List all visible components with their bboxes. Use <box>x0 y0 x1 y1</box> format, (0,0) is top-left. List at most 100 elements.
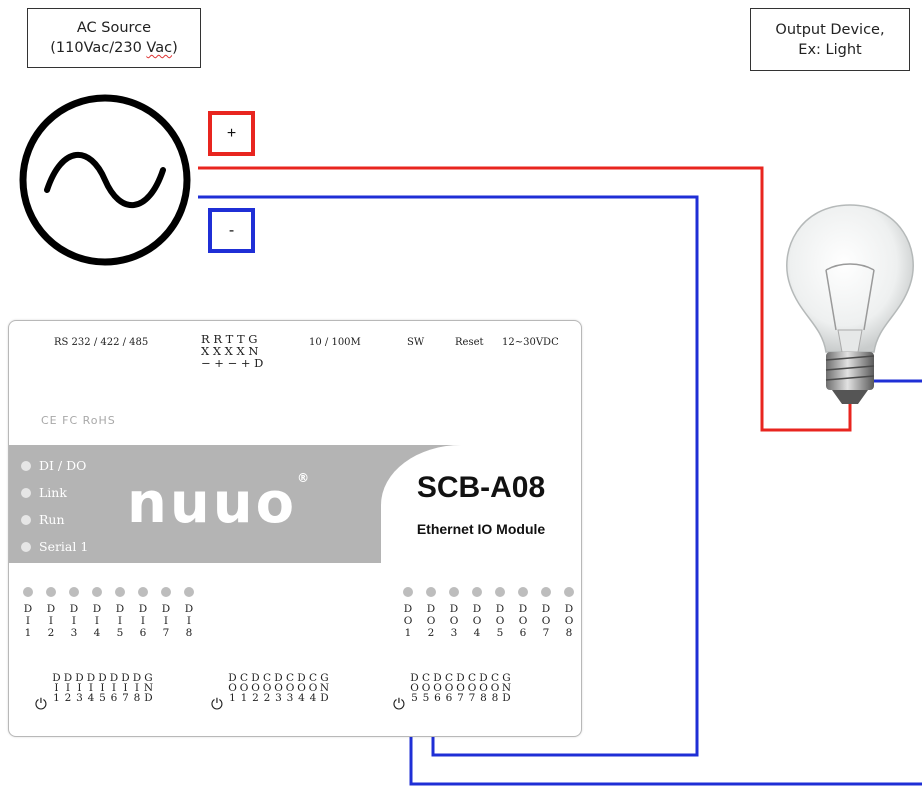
do-block-a-terminal-char: 4 <box>309 692 317 704</box>
do-block-a-terminal-char: 3 <box>286 692 294 704</box>
do-block-a-terminal-char: N <box>319 682 330 694</box>
di-block-terminal-char: 7 <box>122 692 129 704</box>
do-label-char: D <box>518 603 528 615</box>
rs-port-label: RS 232 / 422 / 485 <box>54 337 149 348</box>
do-label-char: O <box>426 615 436 627</box>
di-label-char: 5 <box>116 627 124 639</box>
di-label-char: 4 <box>93 627 101 639</box>
power-input-label: 12~30VDC <box>502 337 559 348</box>
di-block-terminal-char: I <box>134 682 140 694</box>
do-block-b-terminal-char: C <box>490 672 500 684</box>
di-label-char: D <box>115 603 125 615</box>
di-block-terminal-char: G <box>144 672 153 684</box>
di-block-terminal-char: I <box>54 682 59 694</box>
di-label-char: D <box>46 603 56 615</box>
do-led-2 <box>426 587 436 597</box>
return-wire <box>409 735 922 786</box>
do-block-a-terminal-char: G <box>320 672 329 684</box>
di-label-char: D <box>69 603 79 615</box>
di-led-3 <box>69 587 79 597</box>
do-block-b-terminal-char: D <box>456 672 465 684</box>
do-block-a-terminal-char: 1 <box>229 692 236 704</box>
di-block-terminal-char: D <box>52 672 61 684</box>
do-block-b-terminal-char: 8 <box>480 692 487 704</box>
do-block-a-terminal-char: C <box>308 672 318 684</box>
do-block-a-terminal-char: C <box>262 672 272 684</box>
di-led-8 <box>184 587 194 597</box>
io-module: RS 232 / 422 / 485 R R T T G X X X X N −… <box>8 320 582 737</box>
di-label-char: D <box>23 603 33 615</box>
do-led-1 <box>403 587 413 597</box>
do-label-char: 7 <box>542 627 550 639</box>
di-label-char: I <box>94 615 100 627</box>
do-led-8 <box>564 587 574 597</box>
di-led-1 <box>23 587 33 597</box>
output-device-example: Ex: Light <box>798 41 862 58</box>
model-panel <box>381 445 581 563</box>
do-led-3 <box>449 587 459 597</box>
do-block-a-terminal-char: O <box>297 682 306 694</box>
di-label-char: I <box>48 615 54 627</box>
di-led-4 <box>92 587 102 597</box>
output-device-label: Output Device, Ex: Light <box>750 8 910 71</box>
di-block-terminal-char: 4 <box>87 692 95 704</box>
do-block-b-terminal-char: O <box>467 682 477 694</box>
ac-source-voltage: (110Vac/230 Vac) <box>50 40 178 56</box>
do-label-char: D <box>449 603 459 615</box>
do-block-a-terminal-char: C <box>285 672 295 684</box>
brand-logo: nuuo® <box>127 471 310 536</box>
di-label-char: D <box>184 603 194 615</box>
led-run: Run <box>21 512 65 527</box>
do-block-b-terminal-char: D <box>502 692 511 704</box>
di-label-char: 3 <box>70 627 78 639</box>
led-link: Link <box>21 485 67 500</box>
do-block-b-terminal-char: O <box>456 682 465 694</box>
do-block-b-terminal-char: 7 <box>468 692 476 704</box>
di-label-char: I <box>25 615 31 627</box>
do-block-b-terminal-char: 8 <box>491 692 499 704</box>
do-label-char: O <box>495 615 505 627</box>
di-block-terminal-char: D <box>144 692 153 704</box>
do-label-char: D <box>426 603 436 615</box>
do-label-char: 6 <box>519 627 527 639</box>
do-block-a-terminal-char: 2 <box>252 692 259 704</box>
do-label-char: 3 <box>450 627 458 639</box>
serial-pin-row-3: − + − + D <box>201 356 264 370</box>
di-label-char: I <box>140 615 146 627</box>
led-indicator <box>21 514 31 525</box>
led-indicator <box>21 541 31 552</box>
di-label-char: D <box>161 603 171 615</box>
plus-terminal-label: + <box>208 111 255 156</box>
di-block-terminal-char: 8 <box>133 692 141 704</box>
di-block-terminal-char: I <box>111 682 117 694</box>
di-label-char: 1 <box>24 627 32 639</box>
di-led-7 <box>161 587 171 597</box>
di-led-5 <box>115 587 125 597</box>
di-label-char: I <box>186 615 192 627</box>
do-block-b-terminal-char: G <box>502 672 511 684</box>
do-label-char: D <box>472 603 482 615</box>
do-block-a-terminal-char: O <box>262 682 272 694</box>
di-block-terminal-char: D <box>86 672 96 684</box>
di-block-terminal-char: I <box>77 682 82 694</box>
minus-terminal-label: - <box>208 208 255 253</box>
serial-pin-row-1: R R T T G <box>201 332 258 346</box>
do-label-char: 1 <box>404 627 412 639</box>
do-label-char: O <box>472 615 482 627</box>
